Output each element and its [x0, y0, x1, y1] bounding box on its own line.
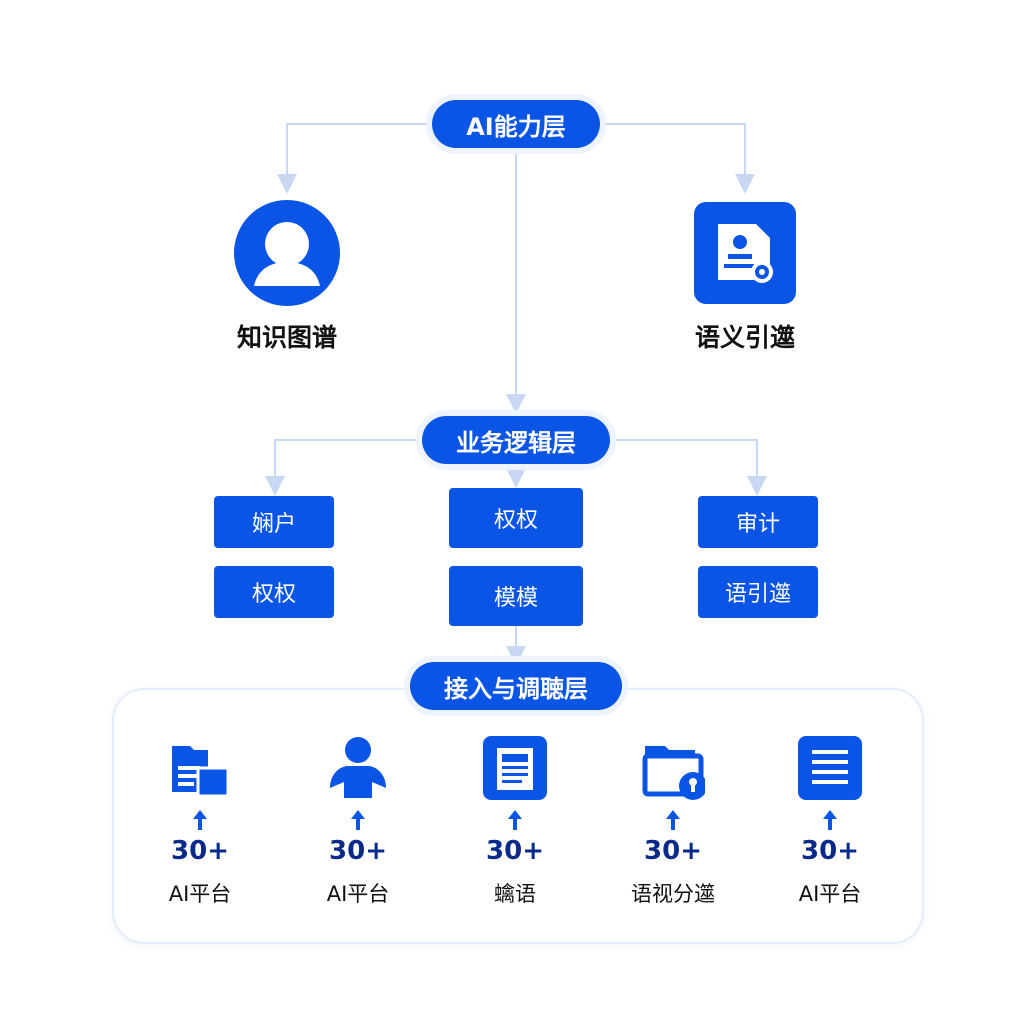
user-circle-icon [234, 200, 340, 306]
list-icon [798, 736, 862, 800]
access-layer-pill: 接入与调聴层 [410, 662, 622, 710]
document-badge-icon [694, 202, 796, 304]
item-count: 30+ [486, 836, 544, 866]
left-box-2[interactable]: 权权 [214, 566, 334, 618]
folder-stack-icon [172, 746, 230, 798]
business-logic-layer-pill: 业务逻辑层 [422, 416, 610, 464]
center-box-2[interactable]: 模模 [449, 566, 583, 626]
item-label: 语视分遾 [631, 882, 715, 906]
item-count: 30+ [171, 836, 229, 866]
up-arrow-icon [193, 810, 207, 830]
center-box-1[interactable]: 权权 [449, 488, 583, 548]
up-arrow-icon [508, 810, 522, 830]
ai-layer-pill: AI能力层 [432, 100, 600, 148]
connector-top-right [600, 123, 755, 194]
connector-mid-right [610, 439, 767, 496]
item-count: 30+ [801, 836, 859, 866]
left-box-1[interactable]: 娴户 [214, 496, 334, 548]
locked-folder-icon [642, 746, 705, 800]
right-box-1[interactable]: 审计 [698, 496, 818, 548]
item-label: AI平台 [798, 882, 862, 906]
connector-top-left [277, 123, 432, 194]
item-label: AI平台 [168, 882, 232, 906]
person-icon [330, 737, 386, 798]
item-label: 蠄语 [494, 882, 536, 906]
connector-mid-left [265, 439, 422, 496]
up-arrow-icon [351, 810, 365, 830]
item-label: AI平台 [326, 882, 390, 906]
up-arrow-icon [823, 810, 837, 830]
item-count: 30+ [329, 836, 387, 866]
document-icon [483, 736, 547, 800]
up-arrow-icon [666, 810, 680, 830]
item-count: 30+ [644, 836, 702, 866]
right-box-2[interactable]: 语引遾 [698, 566, 818, 618]
knowledge-graph-label: 知识图谱 [236, 323, 337, 352]
semantic-engine-label: 语义引遾 [694, 323, 795, 352]
